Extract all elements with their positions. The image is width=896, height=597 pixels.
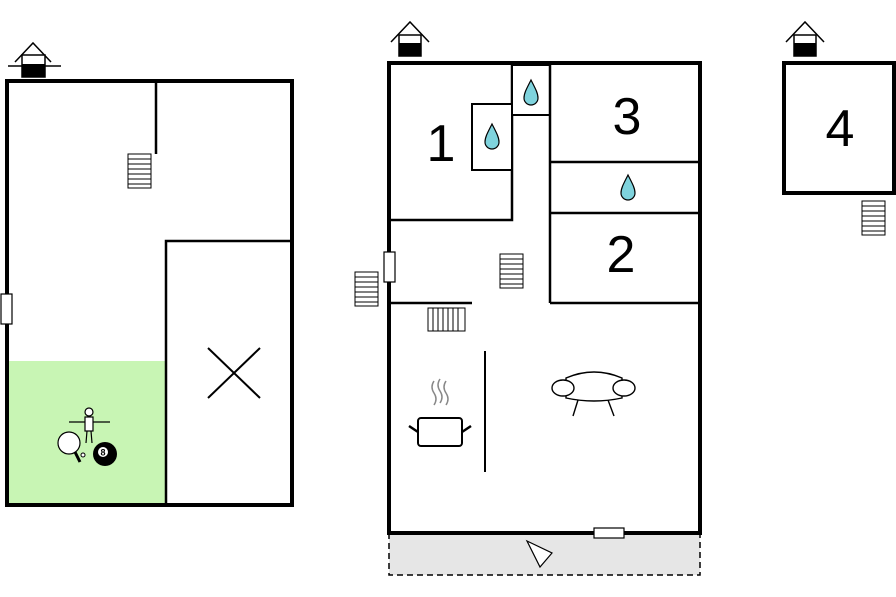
stairs-icon	[354, 271, 379, 307]
terrace-direction-icon	[525, 539, 553, 569]
sofa-icon	[551, 371, 636, 417]
stairs-icon	[861, 200, 886, 236]
entrance-icon	[390, 20, 430, 57]
stairs-icon	[127, 153, 152, 189]
billiard-ball-number: 8	[100, 448, 105, 458]
floor-left-outer-wall	[5, 79, 294, 507]
room-2-label: 2	[607, 226, 636, 284]
room-1-label: 1	[427, 115, 456, 173]
entrance-icon	[785, 20, 825, 57]
storage-room-wall	[164, 239, 291, 504]
water-drop-icon	[620, 173, 636, 201]
billiard-ball-icon: 8	[93, 442, 117, 466]
cross-mark-icon	[207, 347, 261, 399]
floor-middle: 1 3 2	[354, 20, 702, 576]
foosball-icon	[69, 407, 110, 444]
stairs-icon	[499, 253, 524, 289]
cooking-pot-icon	[408, 378, 472, 447]
water-drop-icon	[484, 122, 500, 150]
floor-left: 8	[0, 41, 294, 507]
floor-right: 4	[782, 20, 896, 236]
water-drop-icon	[523, 78, 539, 106]
door	[383, 251, 396, 283]
entrance-icon	[8, 41, 61, 78]
window	[593, 527, 625, 539]
floor-right-outer-wall	[782, 61, 896, 195]
ping-pong-icon	[57, 431, 86, 463]
stairs-icon	[427, 307, 466, 332]
room-4-label: 4	[826, 100, 855, 158]
room-3-label: 3	[613, 88, 642, 146]
window	[0, 293, 13, 325]
floor-middle-outer-wall	[387, 61, 702, 535]
